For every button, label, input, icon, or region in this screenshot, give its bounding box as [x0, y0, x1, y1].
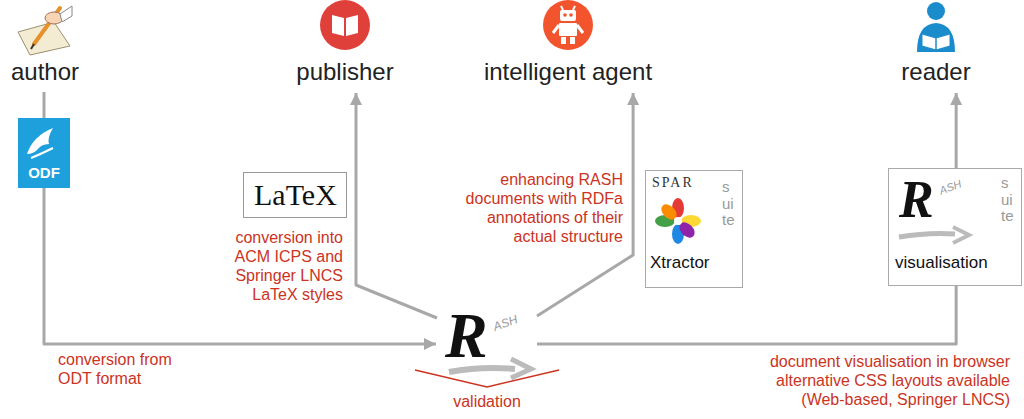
rash-hub: RASH	[437, 308, 537, 380]
connector-line	[44, 188, 436, 344]
arrowhead	[627, 93, 639, 105]
arrowhead	[950, 93, 962, 105]
odf-box: ODF	[18, 118, 70, 188]
edge-label: conversion into ACM ICPS and Springer LN…	[218, 228, 343, 304]
connector	[350, 93, 437, 318]
connector	[44, 92, 45, 118]
edge-label: conversion from ODT format	[58, 350, 198, 388]
actor-author: author	[0, 0, 90, 88]
xtractor-flower-logo	[654, 197, 702, 245]
xtractor-box: SPAR Xtractor suite	[645, 170, 743, 288]
reader-icon	[911, 0, 961, 54]
validation-bracket	[415, 370, 559, 387]
node-text: R	[899, 173, 934, 227]
vertical-logo-text: suite	[722, 179, 737, 229]
node-text: LaTeX	[254, 177, 337, 213]
edge-label: document visualisation in browser altern…	[735, 352, 1010, 409]
arrowhead	[424, 338, 436, 350]
publisher-icon	[320, 0, 370, 50]
node-text: reader	[880, 58, 992, 86]
connector-line	[43, 92, 46, 118]
actor-publisher: publisher	[290, 0, 400, 88]
node-text: author	[0, 58, 90, 86]
actor-agent: intelligent agent	[475, 0, 661, 88]
node-text: Xtractor	[650, 253, 710, 273]
node-text: ODF	[18, 164, 70, 181]
note-label: validation	[437, 392, 537, 411]
agent-robot-icon	[543, 0, 593, 50]
node-text: SPAR	[652, 175, 694, 191]
node-text: R	[445, 304, 488, 368]
arrowhead	[350, 93, 362, 105]
author-icon	[14, 0, 74, 56]
node-text: intelligent agent	[475, 58, 661, 86]
latex-box: LaTeX	[243, 172, 347, 218]
edge-label: enhancing RASH documents with RDFa annot…	[458, 170, 623, 246]
connector	[44, 188, 436, 350]
connector-line	[356, 93, 437, 318]
node-text: ASH	[491, 312, 519, 334]
vertical-logo-text: suite	[1001, 175, 1016, 225]
visualisation-box: RASH visualisation suite	[888, 168, 1022, 286]
node-text: publisher	[290, 58, 400, 86]
actor-reader: reader	[880, 0, 992, 88]
node-text: ASH	[938, 177, 963, 196]
odf-bird-logo	[23, 124, 59, 162]
node-text: visualisation	[895, 253, 988, 273]
